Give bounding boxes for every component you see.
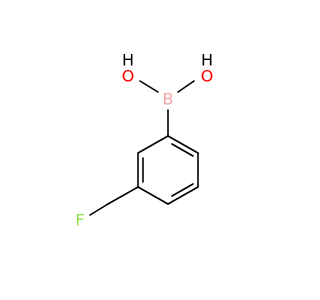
atom-b-label: B	[163, 90, 174, 109]
atom-o2-label: O	[201, 67, 214, 86]
atom-o1-label: O	[122, 67, 135, 86]
double-bond-inner-1	[171, 143, 194, 157]
atom-f-label: F	[75, 211, 84, 230]
bond-ring-3	[167, 186, 199, 205]
bond-ch2-f	[89, 203, 109, 216]
structure-diagram: H O H O B F	[75, 51, 214, 230]
atom-o1: H O	[122, 51, 135, 86]
bond-ring-ch2	[107, 186, 139, 205]
bond-ring-1	[167, 135, 199, 154]
atom-o2-h-label: H	[201, 51, 213, 70]
bond-ring-6	[137, 135, 169, 154]
atom-o2: H O	[201, 51, 214, 86]
double-bond-inner-2	[171, 183, 194, 197]
bond-b-o1	[139, 80, 159, 93]
molecule-canvas: H O H O B F	[75, 51, 214, 230]
bond-b-o2	[177, 80, 195, 93]
bond-ring-4	[137, 186, 169, 205]
atom-o1-h-label: H	[122, 51, 134, 70]
